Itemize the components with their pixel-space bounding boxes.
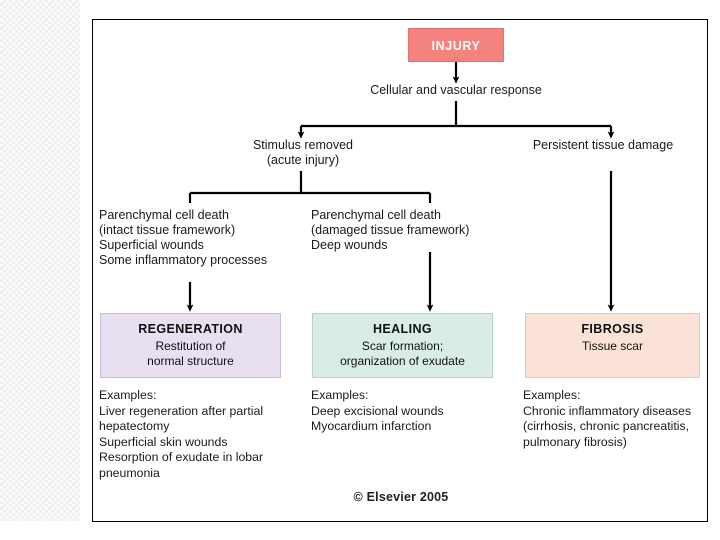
outcome-subtitle-healing: Scar formation; organization of exudate [340,338,465,369]
examples-fibrosis: Examples: Chronic inflammatory diseases … [523,388,692,449]
examples-healing: Examples: Deep excisional wounds Myocard… [311,388,444,433]
outcome-subtitle-fibrosis: Tissue scar [582,338,643,353]
decorative-checkered-strip [0,0,80,521]
outcome-title-regeneration: REGENERATION [138,322,243,336]
outcome-title-healing: HEALING [372,322,433,336]
outcome-box-fibrosis: FIBROSIS Tissue scar [525,313,700,378]
injury-node: INJURY [408,28,504,62]
healing-criteria-text: Parenchymal cell death (damaged tissue f… [311,208,470,252]
outcome-box-regeneration: REGENERATION Restitution of normal struc… [100,313,281,378]
persistent-tissue-damage-node: Persistent tissue damage [532,138,674,152]
examples-regeneration: Examples: Liver regeneration after parti… [99,388,264,480]
outcome-title-fibrosis: FIBROSIS [581,322,644,336]
outcome-box-healing: HEALING Scar formation; organization of … [312,313,493,378]
outcome-subtitle-regeneration: Restitution of normal structure [147,338,234,369]
regeneration-criteria-text: Parenchymal cell death (intact tissue fr… [99,208,268,267]
flowchart-figure: INJURY Cellular and vascular response St… [92,19,708,522]
stimulus-removed-node: Stimulus removed (acute injury) [252,138,354,167]
cellular-and-vascular-response-node: Cellular and vascular response [370,83,542,97]
copyright-notice: © Elsevier 2005 [353,490,449,504]
